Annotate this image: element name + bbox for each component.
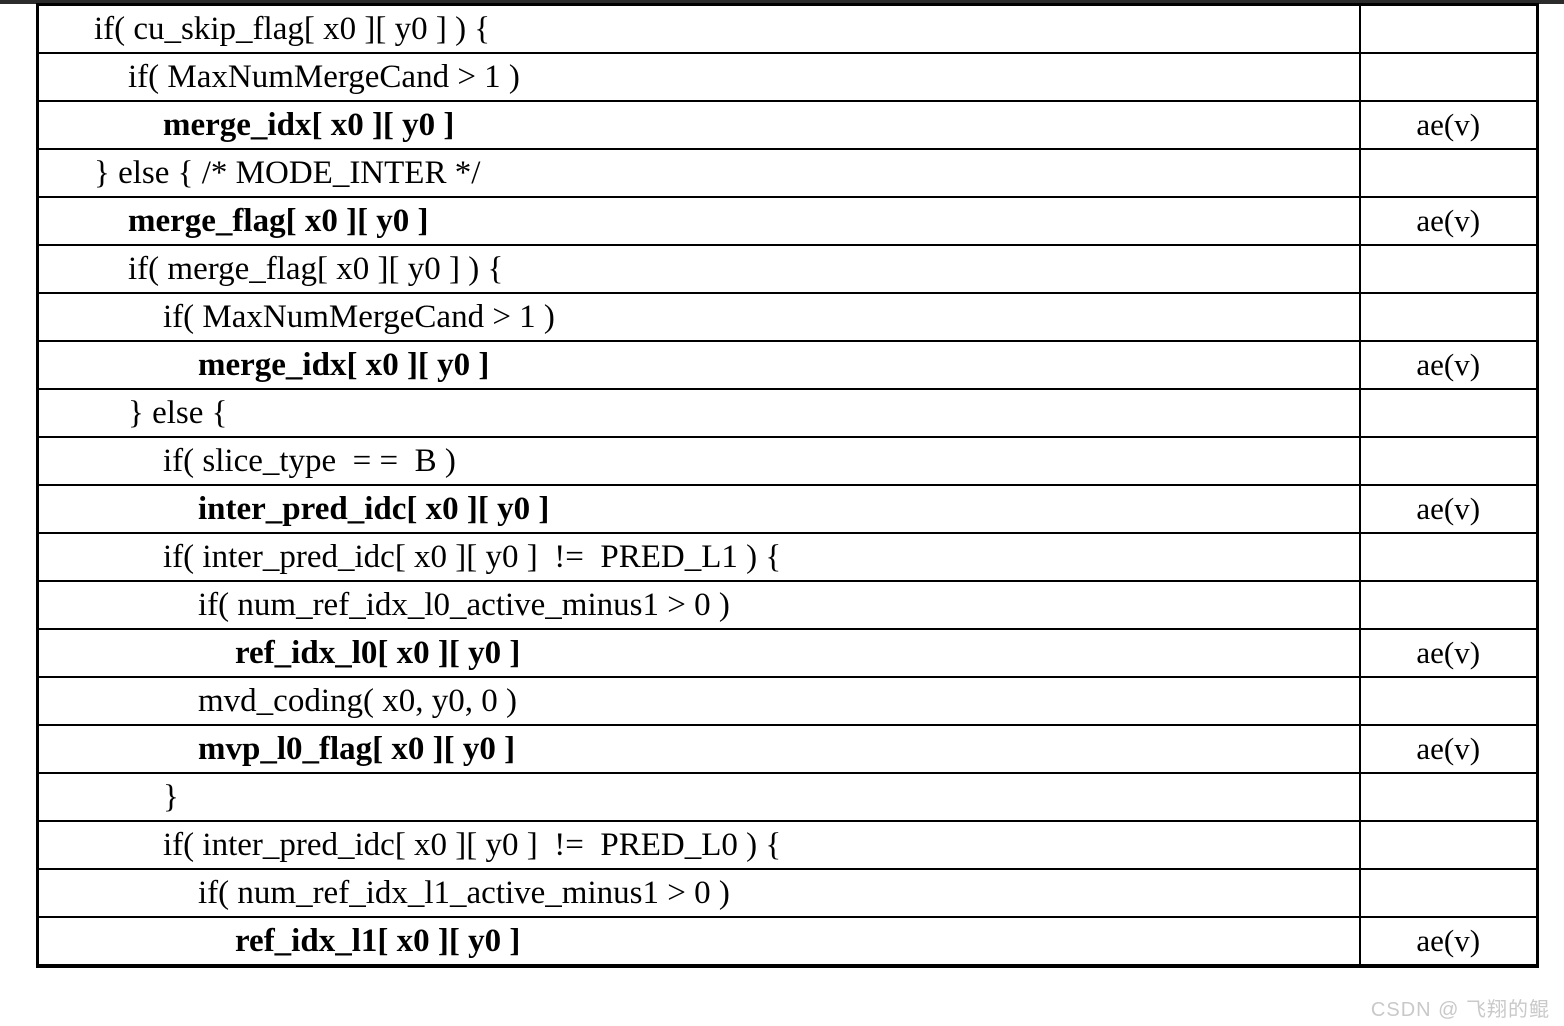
table-row: ref_idx_l0[ x0 ][ y0 ] ae(v) bbox=[36, 628, 1539, 678]
table-row: mvd_coding( x0, y0, 0 ) bbox=[36, 676, 1539, 726]
syntax-code-line: if( merge_flag[ x0 ][ y0 ] ) { bbox=[128, 251, 504, 287]
syntax-cell: } else { bbox=[36, 388, 1361, 438]
descriptor-cell bbox=[1358, 244, 1539, 294]
syntax-code-line: if( MaxNumMergeCand > 1 ) bbox=[128, 59, 520, 95]
table-row: if( slice_type = = B ) bbox=[36, 436, 1539, 486]
table-row: mvp_l0_flag[ x0 ][ y0 ] ae(v) bbox=[36, 724, 1539, 774]
syntax-element-name: mvp_l0_flag[ x0 ][ y0 ] bbox=[198, 731, 516, 767]
syntax-table: if( cu_skip_flag[ x0 ][ y0 ] ) { if( MaxN… bbox=[36, 3, 1539, 968]
syntax-code-line: } else { /* MODE_INTER */ bbox=[94, 155, 481, 191]
table-row: if( num_ref_idx_l0_active_minus1 > 0 ) bbox=[36, 580, 1539, 630]
syntax-cell: mvp_l0_flag[ x0 ][ y0 ] bbox=[36, 724, 1361, 774]
syntax-cell: if( inter_pred_idc[ x0 ][ y0 ] != PRED_L… bbox=[36, 532, 1361, 582]
table-row: if( merge_flag[ x0 ][ y0 ] ) { bbox=[36, 244, 1539, 294]
descriptor-cell bbox=[1358, 3, 1539, 54]
descriptor-cell bbox=[1358, 388, 1539, 438]
syntax-cell: ref_idx_l0[ x0 ][ y0 ] bbox=[36, 628, 1361, 678]
descriptor-cell bbox=[1358, 148, 1539, 198]
descriptor-cell bbox=[1358, 52, 1539, 102]
table-row: inter_pred_idc[ x0 ][ y0 ] ae(v) bbox=[36, 484, 1539, 534]
descriptor-cell bbox=[1358, 820, 1539, 870]
descriptor-cell: ae(v) bbox=[1358, 100, 1539, 150]
descriptor-cell bbox=[1358, 868, 1539, 918]
syntax-element-name: inter_pred_idc[ x0 ][ y0 ] bbox=[198, 491, 550, 527]
syntax-cell: mvd_coding( x0, y0, 0 ) bbox=[36, 676, 1361, 726]
table-row: merge_idx[ x0 ][ y0 ] ae(v) bbox=[36, 340, 1539, 390]
table-row: merge_idx[ x0 ][ y0 ] ae(v) bbox=[36, 100, 1539, 150]
syntax-code-line: } bbox=[163, 779, 179, 815]
syntax-element-name: merge_idx[ x0 ][ y0 ] bbox=[163, 107, 455, 143]
syntax-element-name: merge_flag[ x0 ][ y0 ] bbox=[128, 203, 429, 239]
syntax-code-line: if( num_ref_idx_l0_active_minus1 > 0 ) bbox=[198, 587, 730, 623]
syntax-cell: if( MaxNumMergeCand > 1 ) bbox=[36, 292, 1361, 342]
table-row: if( MaxNumMergeCand > 1 ) bbox=[36, 292, 1539, 342]
csdn-watermark: CSDN @ 飞翔的鲲 bbox=[1370, 999, 1550, 1021]
syntax-cell: if( num_ref_idx_l0_active_minus1 > 0 ) bbox=[36, 580, 1361, 630]
descriptor-cell: ae(v) bbox=[1358, 628, 1539, 678]
table-row: if( cu_skip_flag[ x0 ][ y0 ] ) { bbox=[36, 3, 1539, 54]
syntax-cell: merge_idx[ x0 ][ y0 ] bbox=[36, 340, 1361, 390]
descriptor-cell bbox=[1358, 676, 1539, 726]
table-row: if( inter_pred_idc[ x0 ][ y0 ] != PRED_L… bbox=[36, 820, 1539, 870]
table-row: if( inter_pred_idc[ x0 ][ y0 ] != PRED_L… bbox=[36, 532, 1539, 582]
descriptor-cell: ae(v) bbox=[1358, 340, 1539, 390]
syntax-cell: } else { /* MODE_INTER */ bbox=[36, 148, 1361, 198]
page-top-strip bbox=[0, 0, 1564, 4]
table-row: if( num_ref_idx_l1_active_minus1 > 0 ) bbox=[36, 868, 1539, 918]
descriptor-cell bbox=[1358, 772, 1539, 822]
table-row: } bbox=[36, 772, 1539, 822]
descriptor-cell: ae(v) bbox=[1358, 724, 1539, 774]
descriptor-cell: ae(v) bbox=[1358, 484, 1539, 534]
table-row: if( MaxNumMergeCand > 1 ) bbox=[36, 52, 1539, 102]
syntax-code-line: if( inter_pred_idc[ x0 ][ y0 ] != PRED_L… bbox=[163, 827, 782, 863]
table-row: } else { /* MODE_INTER */ bbox=[36, 148, 1539, 198]
syntax-cell: inter_pred_idc[ x0 ][ y0 ] bbox=[36, 484, 1361, 534]
syntax-code-line: mvd_coding( x0, y0, 0 ) bbox=[198, 683, 517, 719]
syntax-element-name: merge_idx[ x0 ][ y0 ] bbox=[198, 347, 490, 383]
syntax-code-line: if( num_ref_idx_l1_active_minus1 > 0 ) bbox=[198, 875, 730, 911]
syntax-table-body: if( cu_skip_flag[ x0 ][ y0 ] ) { if( MaxN… bbox=[36, 3, 1539, 968]
syntax-cell: merge_flag[ x0 ][ y0 ] bbox=[36, 196, 1361, 246]
syntax-cell: } bbox=[36, 772, 1361, 822]
syntax-code-line: if( slice_type = = B ) bbox=[163, 443, 456, 479]
syntax-code-line: } else { bbox=[128, 395, 228, 431]
syntax-cell: merge_idx[ x0 ][ y0 ] bbox=[36, 100, 1361, 150]
table-row: merge_flag[ x0 ][ y0 ] ae(v) bbox=[36, 196, 1539, 246]
syntax-cell: if( merge_flag[ x0 ][ y0 ] ) { bbox=[36, 244, 1361, 294]
descriptor-cell: ae(v) bbox=[1358, 916, 1539, 968]
descriptor-cell: ae(v) bbox=[1358, 196, 1539, 246]
syntax-code-line: if( cu_skip_flag[ x0 ][ y0 ] ) { bbox=[94, 11, 491, 47]
descriptor-cell bbox=[1358, 532, 1539, 582]
syntax-cell: if( slice_type = = B ) bbox=[36, 436, 1361, 486]
table-row: } else { bbox=[36, 388, 1539, 438]
syntax-cell: if( cu_skip_flag[ x0 ][ y0 ] ) { bbox=[36, 3, 1361, 54]
syntax-element-name: ref_idx_l0[ x0 ][ y0 ] bbox=[235, 635, 521, 671]
syntax-cell: if( MaxNumMergeCand > 1 ) bbox=[36, 52, 1361, 102]
syntax-element-name: ref_idx_l1[ x0 ][ y0 ] bbox=[235, 923, 521, 959]
descriptor-cell bbox=[1358, 292, 1539, 342]
descriptor-cell bbox=[1358, 580, 1539, 630]
syntax-cell: if( inter_pred_idc[ x0 ][ y0 ] != PRED_L… bbox=[36, 820, 1361, 870]
descriptor-cell bbox=[1358, 436, 1539, 486]
syntax-code-line: if( MaxNumMergeCand > 1 ) bbox=[163, 299, 555, 335]
syntax-cell: if( num_ref_idx_l1_active_minus1 > 0 ) bbox=[36, 868, 1361, 918]
syntax-code-line: if( inter_pred_idc[ x0 ][ y0 ] != PRED_L… bbox=[163, 539, 782, 575]
syntax-cell: ref_idx_l1[ x0 ][ y0 ] bbox=[36, 916, 1361, 968]
table-row: ref_idx_l1[ x0 ][ y0 ] ae(v) bbox=[36, 916, 1539, 968]
